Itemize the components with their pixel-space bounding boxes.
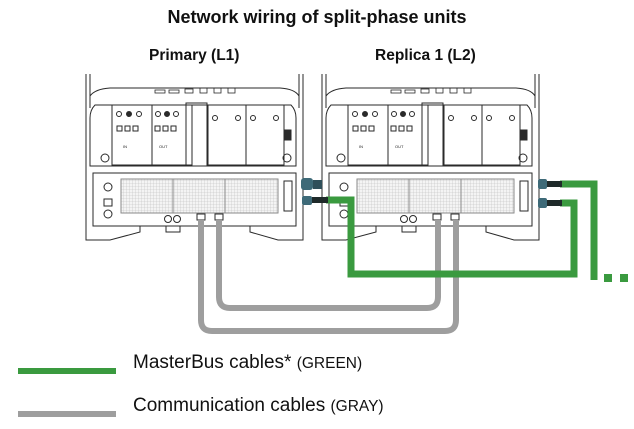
- connector-plug: [313, 180, 322, 189]
- legend-communication-text: Communication cables: [133, 395, 326, 416]
- port: [164, 215, 172, 223]
- input-breaker: IN: [111, 104, 153, 166]
- masterbus-connectors: [301, 178, 562, 208]
- masterbus-out-cable: [560, 180, 598, 280]
- upper-panel: [89, 104, 297, 167]
- terminal: [103, 209, 113, 219]
- side-port-panel: [283, 180, 293, 212]
- top-cover: [89, 87, 300, 97]
- terminal: [103, 198, 113, 207]
- connector-plug: [538, 198, 547, 208]
- comm-port: [196, 213, 206, 221]
- output-breaker: OUT: [151, 104, 193, 166]
- output-label: OUT: [395, 144, 404, 149]
- communication-cables: [198, 220, 459, 334]
- legend-communication-label: Communication cables (GRAY): [133, 395, 384, 417]
- replica-unit-label: Replica 1 (L2): [375, 47, 476, 64]
- terminal-row: [154, 87, 236, 94]
- cable-boot: [547, 181, 562, 187]
- replica-unit: IN OUT: [321, 74, 540, 241]
- primary-unit: IN OUT: [85, 74, 304, 241]
- divider-panel: [185, 102, 208, 167]
- vent-grille: [224, 178, 279, 214]
- comm-cable-outer: [198, 220, 459, 334]
- cable-boot: [547, 200, 562, 206]
- comm-port: [214, 213, 224, 221]
- connector-plug: [302, 196, 312, 205]
- cable-boot: [312, 197, 328, 203]
- diagram-title: Network wiring of split-phase units: [167, 7, 467, 27]
- masterbus-link-cable: [326, 196, 578, 278]
- comm-cable-inner: [216, 220, 441, 311]
- legend-masterbus-swatch: [18, 368, 116, 374]
- mount-screw: [100, 153, 110, 163]
- vent-grille: [120, 178, 175, 214]
- legend-communication-swatch: [18, 411, 116, 417]
- continuation-dots: [604, 274, 628, 282]
- port: [173, 215, 181, 223]
- breaker-module: [245, 104, 285, 166]
- legend-masterbus-label: MasterBus cables* (GREEN): [133, 352, 362, 374]
- connector-plug: [301, 178, 313, 190]
- mount-screw: [282, 153, 292, 163]
- breaker-module: [207, 104, 247, 166]
- primary-unit-label: Primary (L1): [149, 47, 240, 64]
- lower-panel: [92, 172, 297, 227]
- legend-communication-color: (GRAY): [330, 398, 384, 415]
- port-bracket: [165, 225, 181, 233]
- output-label: OUT: [159, 144, 168, 149]
- legend-masterbus-text: MasterBus cables*: [133, 352, 292, 373]
- masterbus-cables: [326, 180, 598, 280]
- terminal: [103, 182, 113, 192]
- input-label: IN: [359, 144, 363, 149]
- foot: [85, 226, 141, 241]
- vent-grille: [172, 178, 226, 214]
- input-label: IN: [123, 144, 127, 149]
- indicator: [284, 129, 292, 141]
- foot: [249, 226, 304, 241]
- connector-plug: [538, 179, 547, 189]
- legend-masterbus-color: (GREEN): [296, 355, 363, 372]
